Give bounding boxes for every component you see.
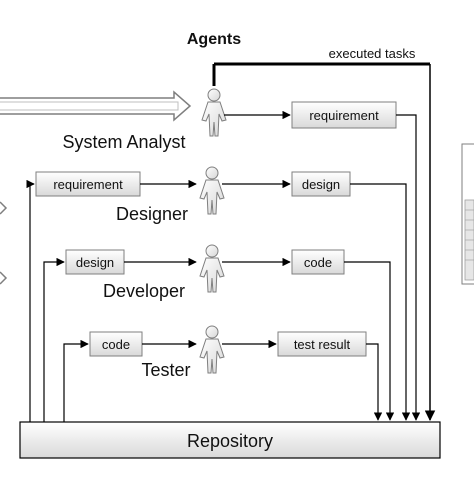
person-icon (199, 325, 225, 374)
agent-label-designer: Designer (116, 204, 188, 224)
agent-label-tester: Tester (141, 360, 190, 380)
person-icon (201, 88, 227, 137)
agent-label-system-analyst: System Analyst (62, 132, 185, 152)
left-edge-marker (0, 201, 8, 215)
output-box-code (291, 249, 345, 275)
person-icon (199, 244, 225, 293)
left-edge-marker (0, 271, 8, 285)
person-icon (199, 166, 225, 215)
input-label-code: code (102, 337, 130, 352)
executed-tasks-connector (212, 62, 436, 422)
input-box-code (89, 331, 143, 357)
input-box-requirement (35, 171, 141, 197)
repository-box (19, 421, 441, 459)
input-label-design: design (76, 255, 114, 270)
input-arrows (124, 179, 197, 349)
output-label-requirement: requirement (309, 108, 379, 123)
output-box-design (291, 171, 351, 197)
output-arrows (222, 110, 291, 349)
output-label-code: code (304, 255, 332, 270)
output-label-design: design (302, 177, 340, 192)
right-edge-screenshot (461, 143, 474, 285)
output-to-repository-arrows (344, 114, 421, 421)
double-arrow-icon (0, 90, 192, 122)
output-box-test-result (277, 331, 367, 357)
output-label-test-result: test result (294, 337, 351, 352)
repository-feedback-arrows (26, 179, 89, 422)
diagram-title: Agents (187, 31, 241, 48)
input-label-requirement: requirement (53, 177, 123, 192)
agent-label-developer: Developer (103, 281, 185, 301)
executed-tasks-label: executed tasks (329, 46, 416, 61)
input-box-design (65, 249, 125, 275)
repository-label: Repository (187, 431, 273, 451)
